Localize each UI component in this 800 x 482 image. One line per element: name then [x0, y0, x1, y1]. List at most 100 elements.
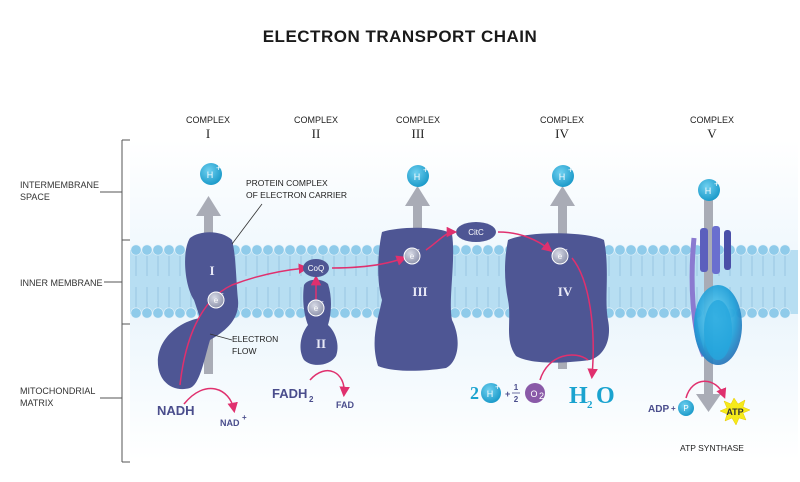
complex-label: COMPLEX: [690, 115, 734, 125]
lipid-head: [130, 244, 142, 256]
fadh2-label: FADH: [272, 386, 307, 401]
lipid-head: [361, 307, 373, 319]
citc-label: CitC: [468, 228, 484, 237]
water-formation: 2 H + + 1 2 O 2 H 2 O: [470, 382, 615, 411]
fad-label: FAD: [336, 400, 355, 410]
proton-charge: +: [568, 165, 573, 175]
complex-header-1: COMPLEX I: [186, 115, 230, 141]
region-labels: INTERMEMBRANE SPACE INNER MEMBRANE MITOC…: [20, 180, 103, 408]
complex-label: COMPLEX: [396, 115, 440, 125]
electron-charge: -: [417, 245, 420, 254]
lipid-head: [614, 244, 626, 256]
electron-symbol: e: [558, 252, 563, 261]
complex-4-label: IV: [558, 284, 573, 299]
electron-4: e -: [551, 245, 569, 265]
proton-charge: +: [216, 163, 221, 173]
adp-label: ADP: [648, 404, 669, 415]
annotation-line1: PROTEIN COMPLEX: [246, 178, 328, 188]
matrix-label-line1: MITOCHONDRIAL: [20, 386, 95, 396]
lipid-head: [647, 307, 659, 319]
lipid-head: [779, 244, 791, 256]
water-subscript: 2: [587, 399, 593, 411]
electron-charge: -: [221, 289, 224, 298]
fraction-denominator: 2: [514, 395, 519, 404]
lipid-head: [482, 307, 494, 319]
annotation-electron-flow: ELECTRON FLOW: [209, 333, 278, 356]
lipid-head: [152, 244, 164, 256]
lipid-head: [680, 244, 692, 256]
proton-symbol: H: [207, 170, 214, 180]
lipid-head: [471, 307, 483, 319]
lipid-head: [284, 307, 296, 319]
reaction-proton-charge: +: [495, 382, 500, 392]
lipid-head: [614, 307, 626, 319]
lipid-head: [625, 307, 637, 319]
lipid-head: [262, 244, 274, 256]
region-bracket: [100, 139, 130, 463]
lipid-head: [647, 244, 659, 256]
complex-3-label: III: [412, 284, 427, 299]
complex-1-label: I: [209, 263, 214, 278]
lipid-head: [174, 307, 186, 319]
complex-numeral: IV: [555, 126, 569, 141]
complex-numeral: V: [707, 126, 717, 141]
coq-label: CoQ: [308, 264, 324, 273]
electron-symbol: e: [410, 252, 415, 261]
atp-synthase-label: ATP SYNTHASE: [680, 443, 744, 453]
lipid-head: [471, 244, 483, 256]
electron-symbol: e: [314, 304, 319, 313]
proton-3: H +: [552, 165, 574, 187]
fraction-numerator: 1: [514, 383, 519, 392]
electron-3: e -: [403, 245, 421, 265]
lipid-head: [251, 307, 263, 319]
complex-header-4: COMPLEX IV: [540, 115, 584, 141]
proton-charge: +: [423, 165, 428, 175]
phosphate-symbol: P: [683, 404, 688, 413]
oxygen-subscript: 2: [539, 391, 544, 401]
lipid-head: [273, 307, 285, 319]
lipid-head: [361, 244, 373, 256]
electron-flow-path: [179, 226, 598, 386]
lipid-head: [328, 244, 340, 256]
reaction-coefficient: 2: [470, 383, 479, 403]
complex-numeral: II: [312, 126, 321, 141]
nadh-reaction: NADH NAD +: [157, 387, 247, 428]
water-o: O: [596, 383, 615, 409]
lipid-head: [339, 307, 351, 319]
fadh2-subscript: 2: [309, 395, 314, 404]
annotation-line2: FLOW: [232, 346, 257, 356]
lipid-head: [636, 307, 648, 319]
electron-symbol: e: [214, 296, 219, 305]
oxygen-symbol: O: [530, 389, 537, 399]
annotation-line2: OF ELECTRON CARRIER: [246, 190, 347, 200]
electron-charge: -: [565, 245, 568, 254]
lipid-head: [779, 307, 791, 319]
complex-label: COMPLEX: [186, 115, 230, 125]
lipid-head: [669, 307, 681, 319]
lipid-head: [493, 244, 505, 256]
proton-symbol: H: [705, 186, 712, 196]
inner-membrane-label: INNER MEMBRANE: [20, 278, 103, 288]
lipid-head: [746, 244, 758, 256]
lipid-head: [735, 244, 747, 256]
nad-superscript: +: [242, 413, 247, 422]
complex-4-protein: IV: [505, 233, 610, 363]
water-h: H: [569, 383, 588, 409]
atp-production: ADP + P ATP: [648, 380, 751, 426]
nad-label: NAD: [220, 418, 240, 428]
electron-1: e -: [207, 289, 225, 309]
lipid-head: [757, 307, 769, 319]
lipid-head: [152, 307, 164, 319]
complex-1-protein: I: [157, 232, 239, 390]
complex-header-5: COMPLEX V: [690, 115, 734, 141]
lipid-head: [185, 307, 197, 319]
lipid-head: [251, 244, 263, 256]
diagram-title: ELECTRON TRANSPORT CHAIN: [263, 27, 538, 46]
lipid-head: [658, 244, 670, 256]
lipid-head: [339, 244, 351, 256]
lipid-head: [350, 244, 362, 256]
lipid-head: [482, 244, 494, 256]
lipid-head: [163, 244, 175, 256]
complex-5-atp-synthase: [689, 226, 742, 365]
